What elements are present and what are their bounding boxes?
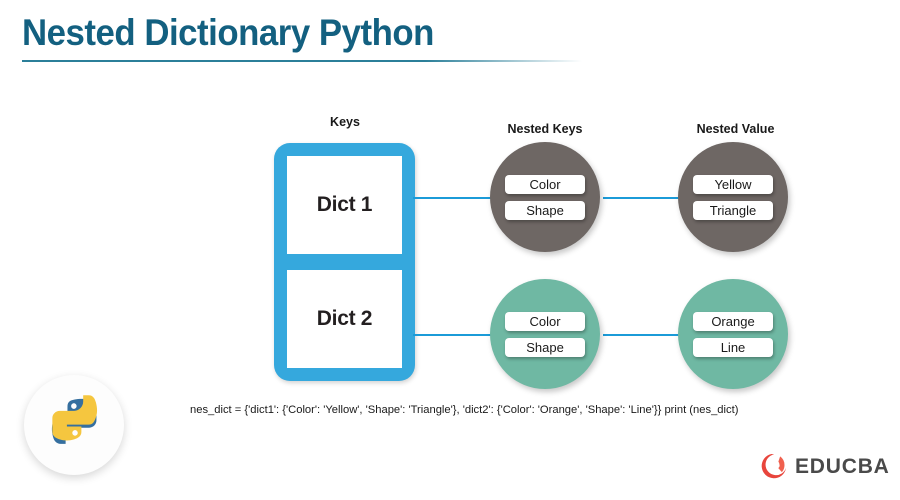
python-logo-badge: [24, 375, 124, 475]
connector-nested-keys-to-nested-value-row1: [603, 197, 681, 199]
key-cell-dict1: Dict 1: [287, 156, 402, 254]
connector-dict2-to-nested-keys: [413, 334, 494, 336]
connector-nested-keys-to-nested-value-row2: [603, 334, 681, 336]
pill-nested-value: Line: [693, 337, 773, 357]
pill-nested-key: Color: [505, 311, 585, 331]
code-snippet: nes_dict = {'dict1': {'Color': 'Yellow',…: [190, 404, 739, 416]
educba-mark-icon: [761, 454, 787, 479]
keys-container: Dict 1 Dict 2: [274, 143, 415, 381]
column-label-nested-keys: Nested Keys: [507, 122, 583, 136]
pill-nested-key: Shape: [505, 337, 585, 357]
title-underline: [22, 60, 582, 62]
nested-keys-circle-row1: Color Shape: [490, 142, 600, 252]
key-cell-dict2: Dict 2: [287, 270, 402, 368]
pill-nested-key: Color: [505, 174, 585, 194]
column-label-nested-value: Nested Value: [696, 122, 775, 136]
nested-value-circle-row2: Orange Line: [678, 279, 788, 389]
python-icon: [51, 395, 98, 444]
page-title: Nested Dictionary Python: [22, 12, 434, 53]
pill-nested-value: Orange: [693, 311, 773, 331]
pill-nested-key: Shape: [505, 200, 585, 220]
nested-keys-circle-row2: Color Shape: [490, 279, 600, 389]
educba-wordmark: EDUCBA: [795, 454, 890, 478]
nested-value-circle-row1: Yellow Triangle: [678, 142, 788, 252]
column-label-keys: Keys: [330, 115, 360, 129]
pill-nested-value: Triangle: [693, 200, 773, 220]
educba-logo: EDUCBA: [760, 452, 890, 480]
pill-nested-value: Yellow: [693, 174, 773, 194]
connector-dict1-to-nested-keys: [413, 197, 494, 199]
